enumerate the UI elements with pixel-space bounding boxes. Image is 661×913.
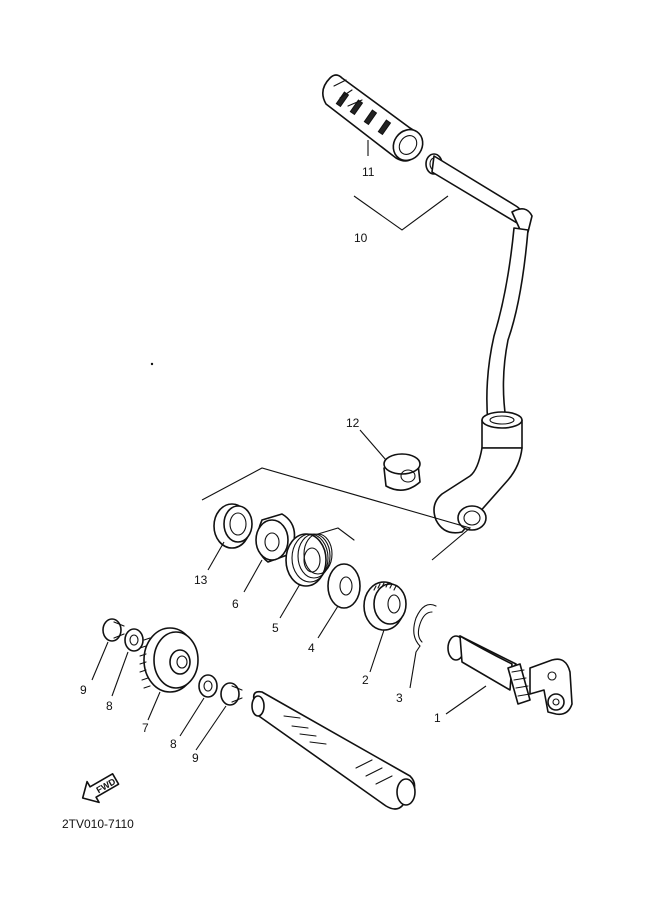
callout-5: 5	[272, 621, 279, 635]
callout-labels: 11 10 12 13 6 5 4 2 3 1 9 8 7 8 9	[80, 165, 441, 765]
callout-4: 4	[308, 641, 315, 655]
diagram-code: 2TV010-7110	[62, 817, 134, 831]
speck	[150, 362, 154, 366]
callout-10: 10	[354, 231, 368, 245]
oil-seal	[213, 503, 253, 549]
spring-guide	[255, 513, 296, 563]
washer-plate	[327, 563, 361, 609]
fwd-arrow: FWD	[81, 773, 120, 804]
callout-8-upper: 8	[106, 699, 113, 713]
callout-7: 7	[142, 721, 149, 735]
callout-6: 6	[232, 597, 239, 611]
kick-axle	[447, 635, 573, 716]
washer-upper	[124, 628, 144, 652]
ratchet-wheel	[363, 581, 407, 631]
callout-12: 12	[346, 416, 360, 430]
circlip	[413, 603, 437, 653]
callout-2: 2	[362, 673, 369, 687]
callout-9-lower: 9	[192, 751, 199, 765]
callout-9-upper: 9	[80, 683, 87, 697]
idler-shaft	[251, 690, 416, 810]
bushing	[383, 453, 421, 491]
kick-crank-lever	[425, 153, 533, 534]
circlip-lower	[220, 682, 243, 706]
callout-1: 1	[434, 711, 441, 725]
torsion-spring	[285, 527, 355, 587]
kick-grip	[322, 74, 424, 162]
callout-8-lower: 8	[170, 737, 177, 751]
circlip-upper	[102, 618, 125, 642]
callout-3: 3	[396, 691, 403, 705]
callout-13: 13	[194, 573, 208, 587]
callout-11: 11	[362, 165, 375, 179]
leader-lines	[91, 140, 487, 751]
group-bracket	[201, 467, 472, 561]
washer-lower	[198, 674, 218, 698]
idler-gear	[139, 627, 199, 693]
